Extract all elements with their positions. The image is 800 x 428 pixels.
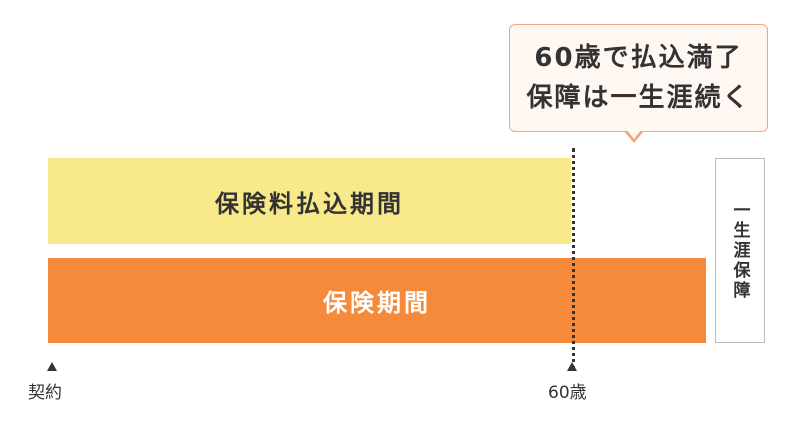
premium-payment-period-label: 保険料払込期間 [215,189,404,218]
lifetime-coverage-box: 一生涯保障 [715,158,765,343]
callout-line-2: 保障は一生涯続く [526,83,751,113]
age-60-label: 60歳 [548,383,587,403]
coverage-period-label: 保険期間 [323,289,431,317]
contract-marker-icon [47,362,57,371]
callout-line-1: 60歳で払込満了 [534,43,743,73]
contract-label: 契約 [28,383,62,403]
premium-payment-period-bar: 保険料払込期間 [48,158,571,244]
age-60-dotted-line [572,148,575,370]
age-60-marker-icon [567,362,577,371]
lifetime-coverage-label: 一生涯保障 [729,200,750,301]
callout-pointer [624,129,644,143]
coverage-period-bar: 保険期間 [48,258,706,343]
callout-box: 60歳で払込満了 保障は一生涯続く [509,24,768,132]
